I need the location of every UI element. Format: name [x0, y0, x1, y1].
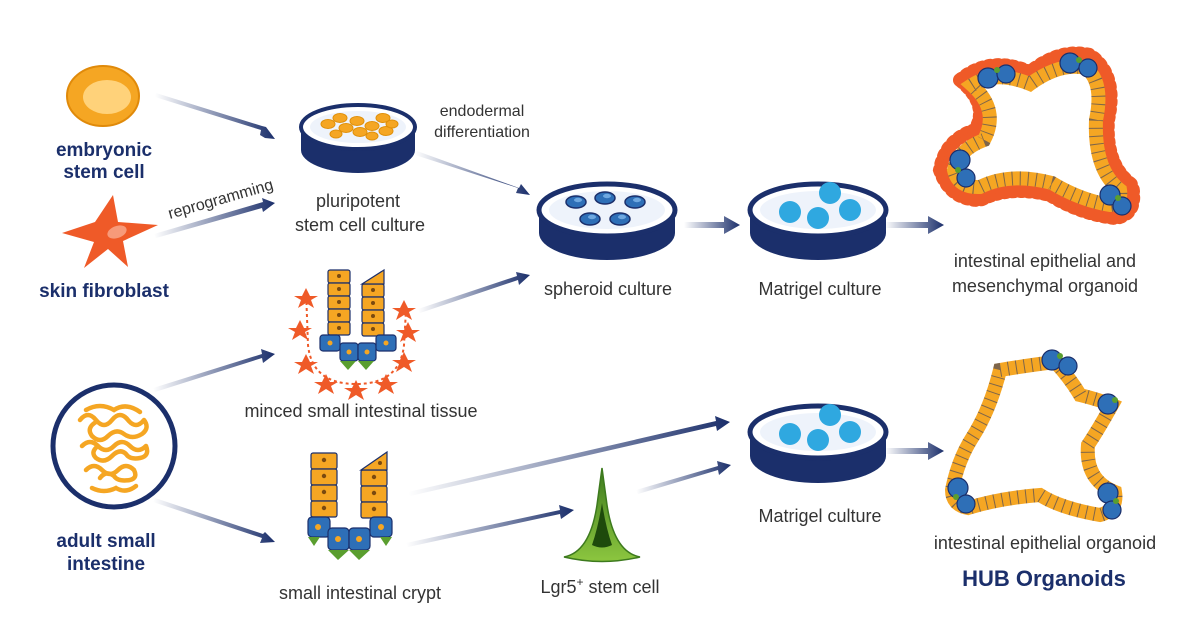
label-crypt: small intestinal crypt: [279, 583, 441, 603]
matrigel-culture-dish-top-icon: [747, 181, 889, 260]
arrow-spheroid-to-matrigel: [684, 216, 740, 234]
label-embryonic-line2: stem cell: [63, 162, 144, 183]
label-matrigel-top: Matrigel culture: [758, 279, 881, 299]
arrow-pluripotent-to-spheroid: [415, 151, 530, 195]
minced-tissue-icon: [288, 268, 420, 400]
label-lgr5-stem-cell: Lgr5+ stem cell: [540, 575, 659, 597]
spheroid-culture-dish-icon: [536, 181, 678, 260]
arrow-lgr5-to-matrigel: [636, 461, 731, 494]
hub-organoids-title: HUB Organoids: [962, 566, 1126, 591]
arrow-adult-to-crypt: [153, 498, 275, 543]
arrow-esc-to-pluripotent: [155, 93, 275, 139]
lgr5-base: Lgr5: [540, 577, 576, 597]
label-minced-tissue: minced small intestinal tissue: [244, 401, 477, 421]
matrigel-culture-dish-bottom-icon: [747, 403, 889, 483]
label-adult-line2: intestine: [67, 554, 145, 575]
label-organoid-top-line2: mesenchymal organoid: [952, 276, 1138, 296]
small-intestinal-crypt-icon: [307, 450, 393, 560]
epithelial-mesenchymal-organoid-icon: [932, 46, 1141, 226]
label-spheroid: spheroid culture: [544, 279, 672, 299]
lgr5-stem-cell-icon: [563, 467, 641, 563]
label-matrigel-bottom: Matrigel culture: [758, 506, 881, 526]
arrow-matrigel-to-organoid: [885, 216, 944, 234]
label-adult-line1: adult small: [56, 531, 155, 552]
label-organoid-top-line1: intestinal epithelial and: [954, 251, 1136, 271]
label-endodermal-line1: endodermal: [440, 103, 525, 120]
label-pluripotent-line2: stem cell culture: [295, 215, 425, 235]
arrow-crypt-to-matrigel: [408, 416, 730, 496]
lgr5-superscript: +: [576, 575, 583, 589]
arrow-crypt-to-lgr5: [406, 505, 574, 547]
label-embryonic-line1: embryonic: [56, 140, 153, 161]
lgr5-rest: stem cell: [584, 577, 660, 597]
embryonic-stem-cell-icon: [66, 65, 140, 127]
arrows: [153, 93, 944, 547]
arrow-fibroblast-to-pluripotent: [154, 198, 275, 238]
arrow-matrigel-to-hub-organoid: [885, 442, 944, 460]
epithelial-organoid-icon: [944, 349, 1123, 523]
label-endodermal-line2: differentiation: [434, 124, 530, 141]
arrow-minced-to-spheroid: [418, 272, 530, 313]
label-pluripotent-line1: pluripotent: [316, 191, 400, 211]
label-skin-fibroblast: skin fibroblast: [39, 281, 170, 302]
skin-fibroblast-icon: [62, 195, 158, 268]
label-organoid-bottom: intestinal epithelial organoid: [934, 533, 1156, 553]
adult-small-intestine-icon: [50, 382, 178, 510]
pluripotent-culture-dish-icon: [299, 103, 417, 173]
arrow-adult-to-minced: [153, 349, 275, 392]
